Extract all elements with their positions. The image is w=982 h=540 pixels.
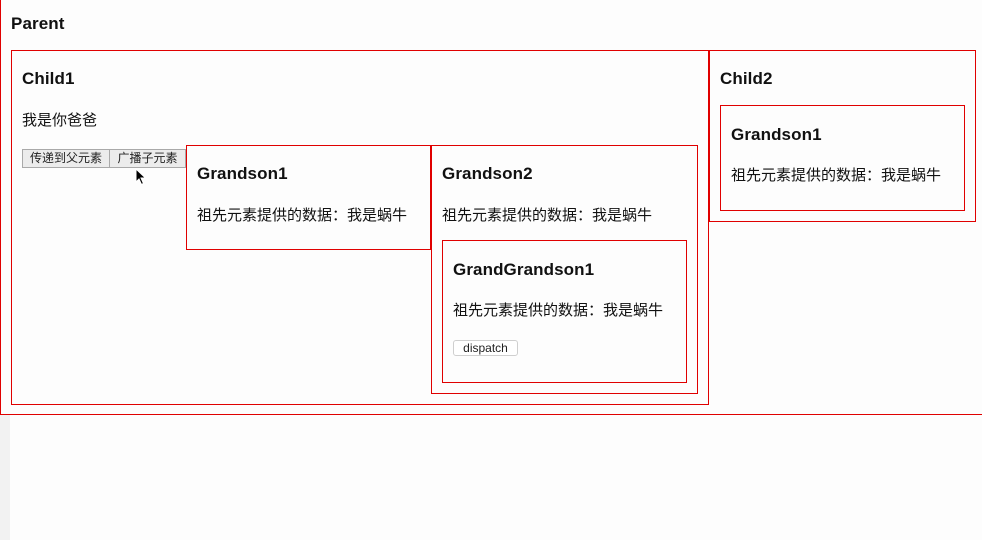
child1-box bbox=[11, 50, 709, 405]
broadcast-children-button[interactable]: 广播子元素 bbox=[109, 149, 186, 168]
parent-box bbox=[0, 0, 982, 415]
child2-grandson1-title: Grandson1 bbox=[731, 125, 822, 144]
child2-title: Child2 bbox=[720, 69, 773, 88]
dispatch-button[interactable]: dispatch bbox=[453, 340, 518, 356]
mouse-cursor-icon bbox=[135, 168, 147, 186]
grandson1-text: 祖先元素提供的数据：我是蜗牛 bbox=[197, 207, 408, 224]
grandson2-text: 祖先元素提供的数据：我是蜗牛 bbox=[442, 207, 653, 224]
child1-title: Child1 bbox=[22, 69, 75, 88]
emit-to-parent-button[interactable]: 传递到父元素 bbox=[22, 149, 110, 168]
grandson1-title: Grandson1 bbox=[197, 164, 288, 183]
grandgrandson1-text: 祖先元素提供的数据：我是蜗牛 bbox=[453, 302, 664, 319]
page-gutter bbox=[0, 414, 10, 540]
child2-grandson1-box bbox=[720, 105, 965, 211]
grandson2-title: Grandson2 bbox=[442, 164, 533, 183]
grandson2-box bbox=[431, 145, 698, 394]
grandgrandson1-title: GrandGrandson1 bbox=[453, 260, 595, 279]
child2-box bbox=[709, 50, 976, 222]
grandgrandson1-box bbox=[442, 240, 687, 383]
child1-text: 我是你爸爸 bbox=[22, 112, 98, 129]
child2-grandson1-text: 祖先元素提供的数据：我是蜗牛 bbox=[731, 167, 942, 184]
parent-title: Parent bbox=[11, 14, 65, 33]
grandson1-box bbox=[186, 145, 431, 250]
